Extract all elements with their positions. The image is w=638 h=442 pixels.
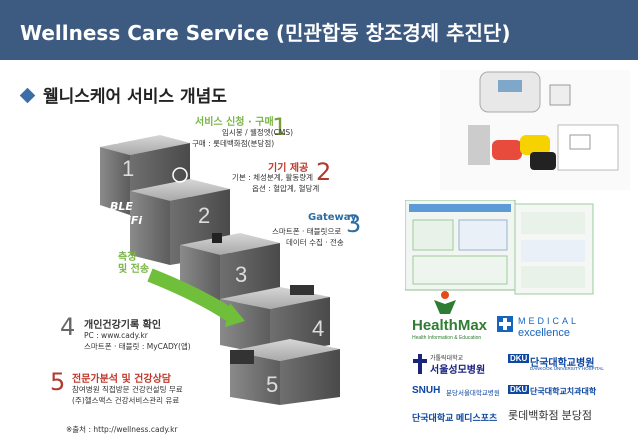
source-note: ※출처 : http://wellness.cady.kr	[66, 425, 178, 434]
step-5-line-2: (주)헬스맥스 건강서비스관리 유료	[72, 396, 180, 405]
step-2-title: 기기 제공	[268, 163, 309, 174]
hosp-2-logo: 단국대학교병원	[530, 358, 595, 369]
measure-label-1: 측정	[118, 252, 137, 263]
step-1-title: 서비스 신청 · 구매	[195, 117, 274, 128]
step-1-number: 1	[272, 113, 288, 141]
wifi-label: WiFi	[115, 214, 143, 227]
slide-title: Wellness Care Service (민관합동 창조경제 추진단)	[20, 21, 511, 45]
staircase-diagram	[100, 124, 340, 405]
stair-number-3: 3	[235, 262, 248, 287]
step-4-number: 4	[60, 313, 76, 341]
hosp-2-tag: DANKOOK UNIVERSITY HOSPITAL	[530, 366, 604, 371]
band-icon	[492, 140, 522, 160]
phone-icon	[212, 233, 222, 243]
stair-number-2: 2	[198, 203, 211, 228]
step-3-line-2: 데이터 수집 · 전송	[286, 238, 344, 247]
step-2-number: 2	[316, 158, 332, 186]
step-5-number: 5	[50, 368, 66, 396]
building-icon	[230, 350, 254, 364]
stair-number-4: 4	[312, 316, 325, 341]
medical-logo-1: MEDICAL	[518, 316, 580, 326]
ble-label: BLE	[110, 200, 133, 213]
snuh-logo: SNUH	[412, 385, 441, 396]
step-4-line-2: 스마트폰 · 태블릿 : MyCADY(앱)	[84, 342, 191, 351]
section-heading: 웰니스케어 서비스 개념도	[19, 82, 227, 107]
glucose-meter-icon	[468, 125, 490, 165]
step-3-number: 3	[346, 210, 362, 238]
stair-number-5: 5	[266, 372, 279, 397]
snuh-name: 분당서울대학교병원	[446, 390, 500, 397]
diamond-bullet-icon	[19, 87, 36, 104]
stair-number-1: 1	[122, 156, 135, 181]
step-2-line-2: 옵션 : 혈압계, 혈당계	[252, 184, 320, 193]
medical-corp-logo: 단국대학교 메디스포츠	[412, 413, 498, 423]
measure-label-2: 및 전송	[118, 264, 150, 275]
transfer-arrow-icon	[147, 268, 234, 321]
step-4-title: 개인건강기록 확인	[84, 320, 162, 331]
medical-logo-2: excellence	[518, 327, 570, 339]
screens-photo	[405, 200, 594, 295]
stair-block-3	[180, 233, 280, 305]
pc-icon	[290, 285, 314, 295]
dku-mark-icon: DKU	[508, 354, 530, 363]
title-bar: Wellness Care Service (민관합동 창조경제 추진단)	[0, 0, 638, 60]
healthmax-logo: HealthMax	[412, 317, 488, 334]
step-1-line-2: 구매 : 롯데백화점(분당점)	[192, 139, 275, 148]
step-2-line-1: 기본 : 체성분계, 활동량계	[232, 173, 314, 182]
lotte-logo: 롯데백화점 분당점	[508, 410, 593, 422]
step-5-title: 전문가분석 및 건강상담	[72, 374, 171, 385]
section-heading-text: 웰니스케어 서비스 개념도	[43, 87, 227, 107]
devices-photo	[440, 70, 630, 190]
step-5-line-1: 참여병원 직접방문 건강컨설팅 무료	[72, 385, 183, 394]
step-1-line-1: 임시봉 / 웰정엣(CMS)	[222, 128, 294, 137]
dku-mark-icon-2: DKU	[508, 385, 530, 394]
hosp-1-small: 가톨릭대학교	[430, 356, 464, 362]
hosp-1-logo: 서울성모병원	[430, 365, 486, 376]
catholic-icon	[413, 354, 427, 374]
healthmax-tag: Health Information & Education	[412, 335, 482, 341]
step-3-title: Gateway	[308, 212, 357, 223]
person-icon	[172, 167, 188, 183]
step-3-line-1: 스마트폰 · 태블릿으로	[272, 227, 342, 236]
stair-block-5	[230, 339, 340, 405]
step-4-line-1: PC : www.cady.kr	[84, 331, 148, 340]
dental-logo: 단국대학교치과대학	[530, 387, 597, 396]
medical-excellence-icon	[497, 316, 513, 332]
healthmax-figure-icon	[434, 291, 456, 314]
clipboard-icon	[104, 124, 120, 144]
